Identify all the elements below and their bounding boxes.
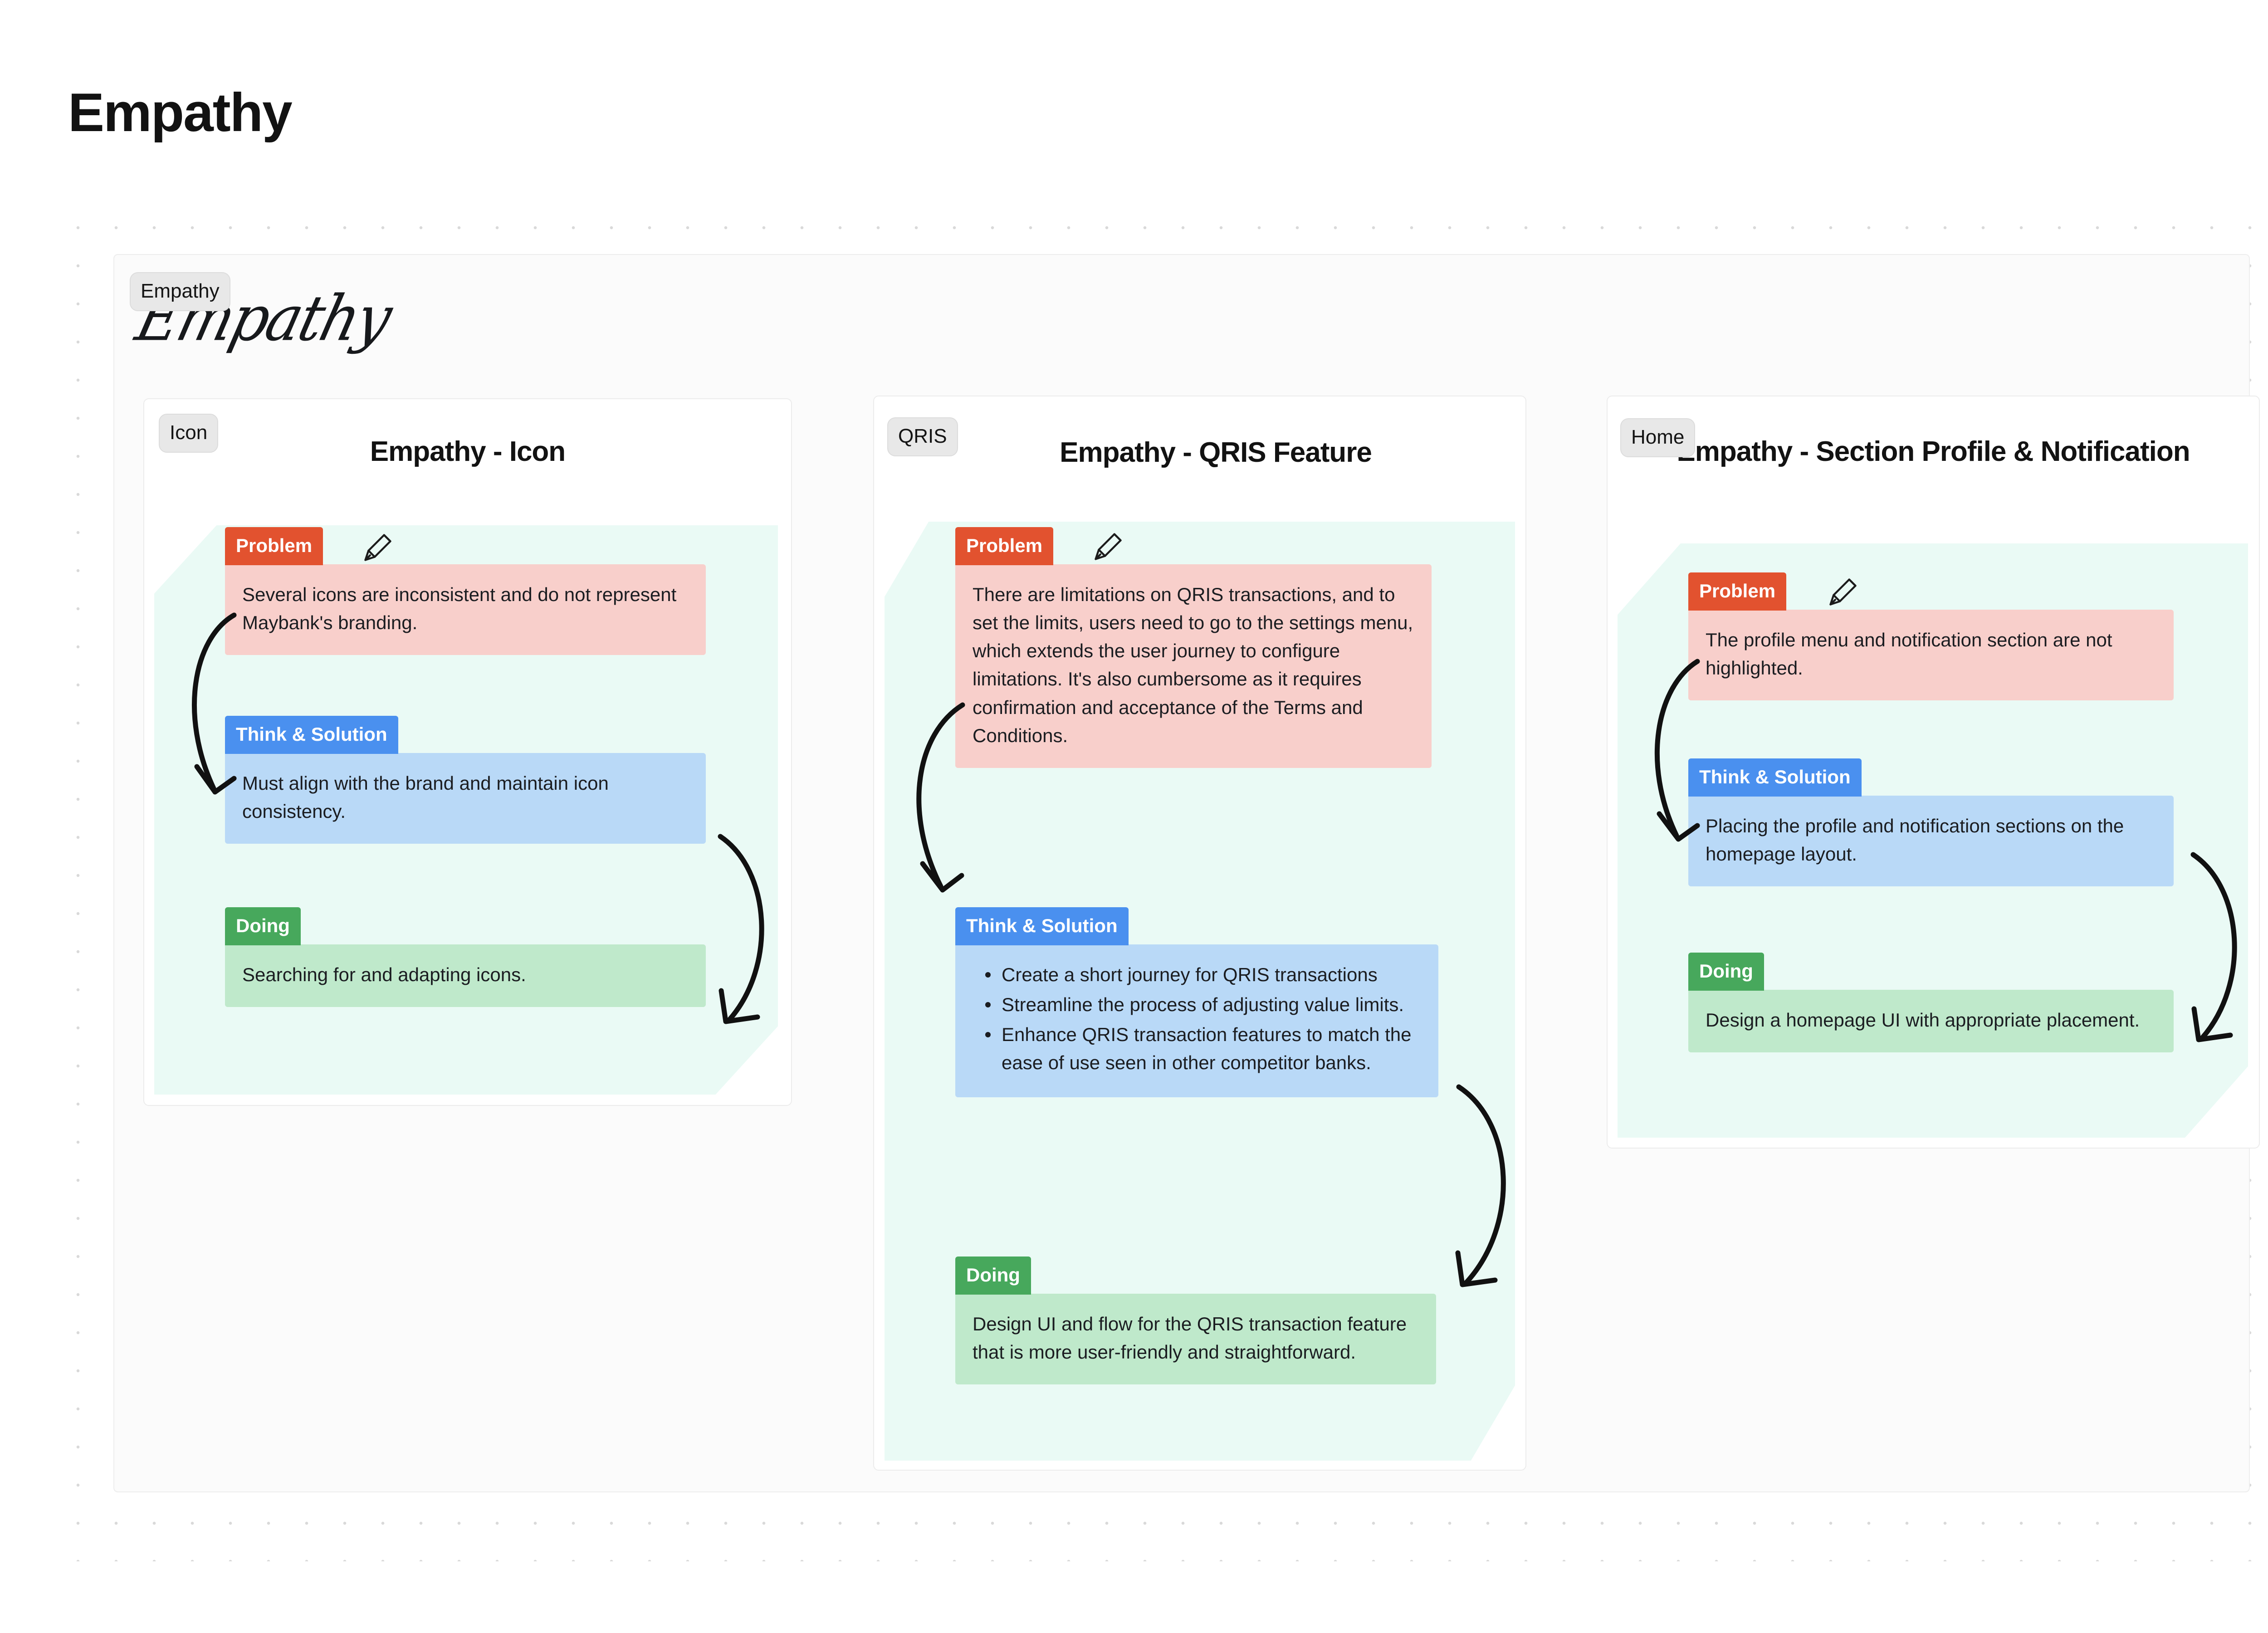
card-title-profile-notification: Empathy - Section Profile & Notification xyxy=(1677,436,2190,467)
think-solution-bullets: Create a short journey for QRIS transact… xyxy=(955,944,1438,1097)
doing-text: Design a homepage UI with appropriate pl… xyxy=(1688,990,2174,1053)
think-solution-block: Think & Solution Placing the profile and… xyxy=(1688,758,2174,887)
problem-badge: Problem xyxy=(955,527,1054,565)
problem-block: Problem The profile menu and notificatio… xyxy=(1688,572,2174,701)
think-solution-bullet: Create a short journey for QRIS transact… xyxy=(982,961,1421,989)
think-solution-badge: Think & Solution xyxy=(1688,758,1862,797)
problem-text: There are limitations on QRIS transactio… xyxy=(955,564,1432,768)
card-tag-home[interactable]: Home xyxy=(1620,418,1696,457)
problem-text: The profile menu and notification sectio… xyxy=(1688,610,2174,701)
doing-block: Doing Design UI and flow for the QRIS tr… xyxy=(955,1257,1436,1385)
card-title-icon: Empathy - Icon xyxy=(370,436,566,467)
think-solution-badge: Think & Solution xyxy=(955,907,1129,945)
problem-badge: Problem xyxy=(225,527,323,565)
doing-badge: Doing xyxy=(1688,953,1764,991)
doing-text: Searching for and adapting icons. xyxy=(225,944,706,1007)
frame-name-tag[interactable]: Empathy xyxy=(130,272,230,311)
problem-block: Problem There are limitations on QRIS tr… xyxy=(955,527,1432,768)
page-title: Empathy xyxy=(68,82,293,143)
problem-text: Several icons are inconsistent and do no… xyxy=(225,564,706,655)
doing-badge: Doing xyxy=(225,907,301,945)
problem-badge: Problem xyxy=(1688,572,1787,611)
card-tag-qris[interactable]: QRIS xyxy=(887,417,958,456)
doing-block: Doing Searching for and adapting icons. xyxy=(225,907,706,1007)
think-solution-bullet-list: Create a short journey for QRIS transact… xyxy=(973,961,1421,1077)
doing-text: Design UI and flow for the QRIS transact… xyxy=(955,1294,1436,1385)
think-solution-block: Think & Solution Must align with the bra… xyxy=(225,716,706,844)
think-solution-block: Think & Solution Create a short journey … xyxy=(955,907,1438,1097)
pencil-icon xyxy=(364,534,391,561)
think-solution-bullet: Streamline the process of adjusting valu… xyxy=(982,991,1421,1019)
card-title-qris: Empathy - QRIS Feature xyxy=(1060,437,1372,468)
doing-badge: Doing xyxy=(955,1257,1031,1295)
think-solution-badge: Think & Solution xyxy=(225,716,398,754)
pencil-icon xyxy=(1829,578,1857,606)
think-solution-text: Must align with the brand and maintain i… xyxy=(225,753,706,844)
card-tag-icon[interactable]: Icon xyxy=(159,414,219,453)
think-solution-bullet: Enhance QRIS transaction features to mat… xyxy=(982,1021,1421,1077)
doing-block: Doing Design a homepage UI with appropri… xyxy=(1688,953,2174,1053)
pencil-icon xyxy=(1095,533,1122,560)
think-solution-text: Placing the profile and notification sec… xyxy=(1688,796,2174,887)
problem-block: Problem Several icons are inconsistent a… xyxy=(225,527,706,655)
